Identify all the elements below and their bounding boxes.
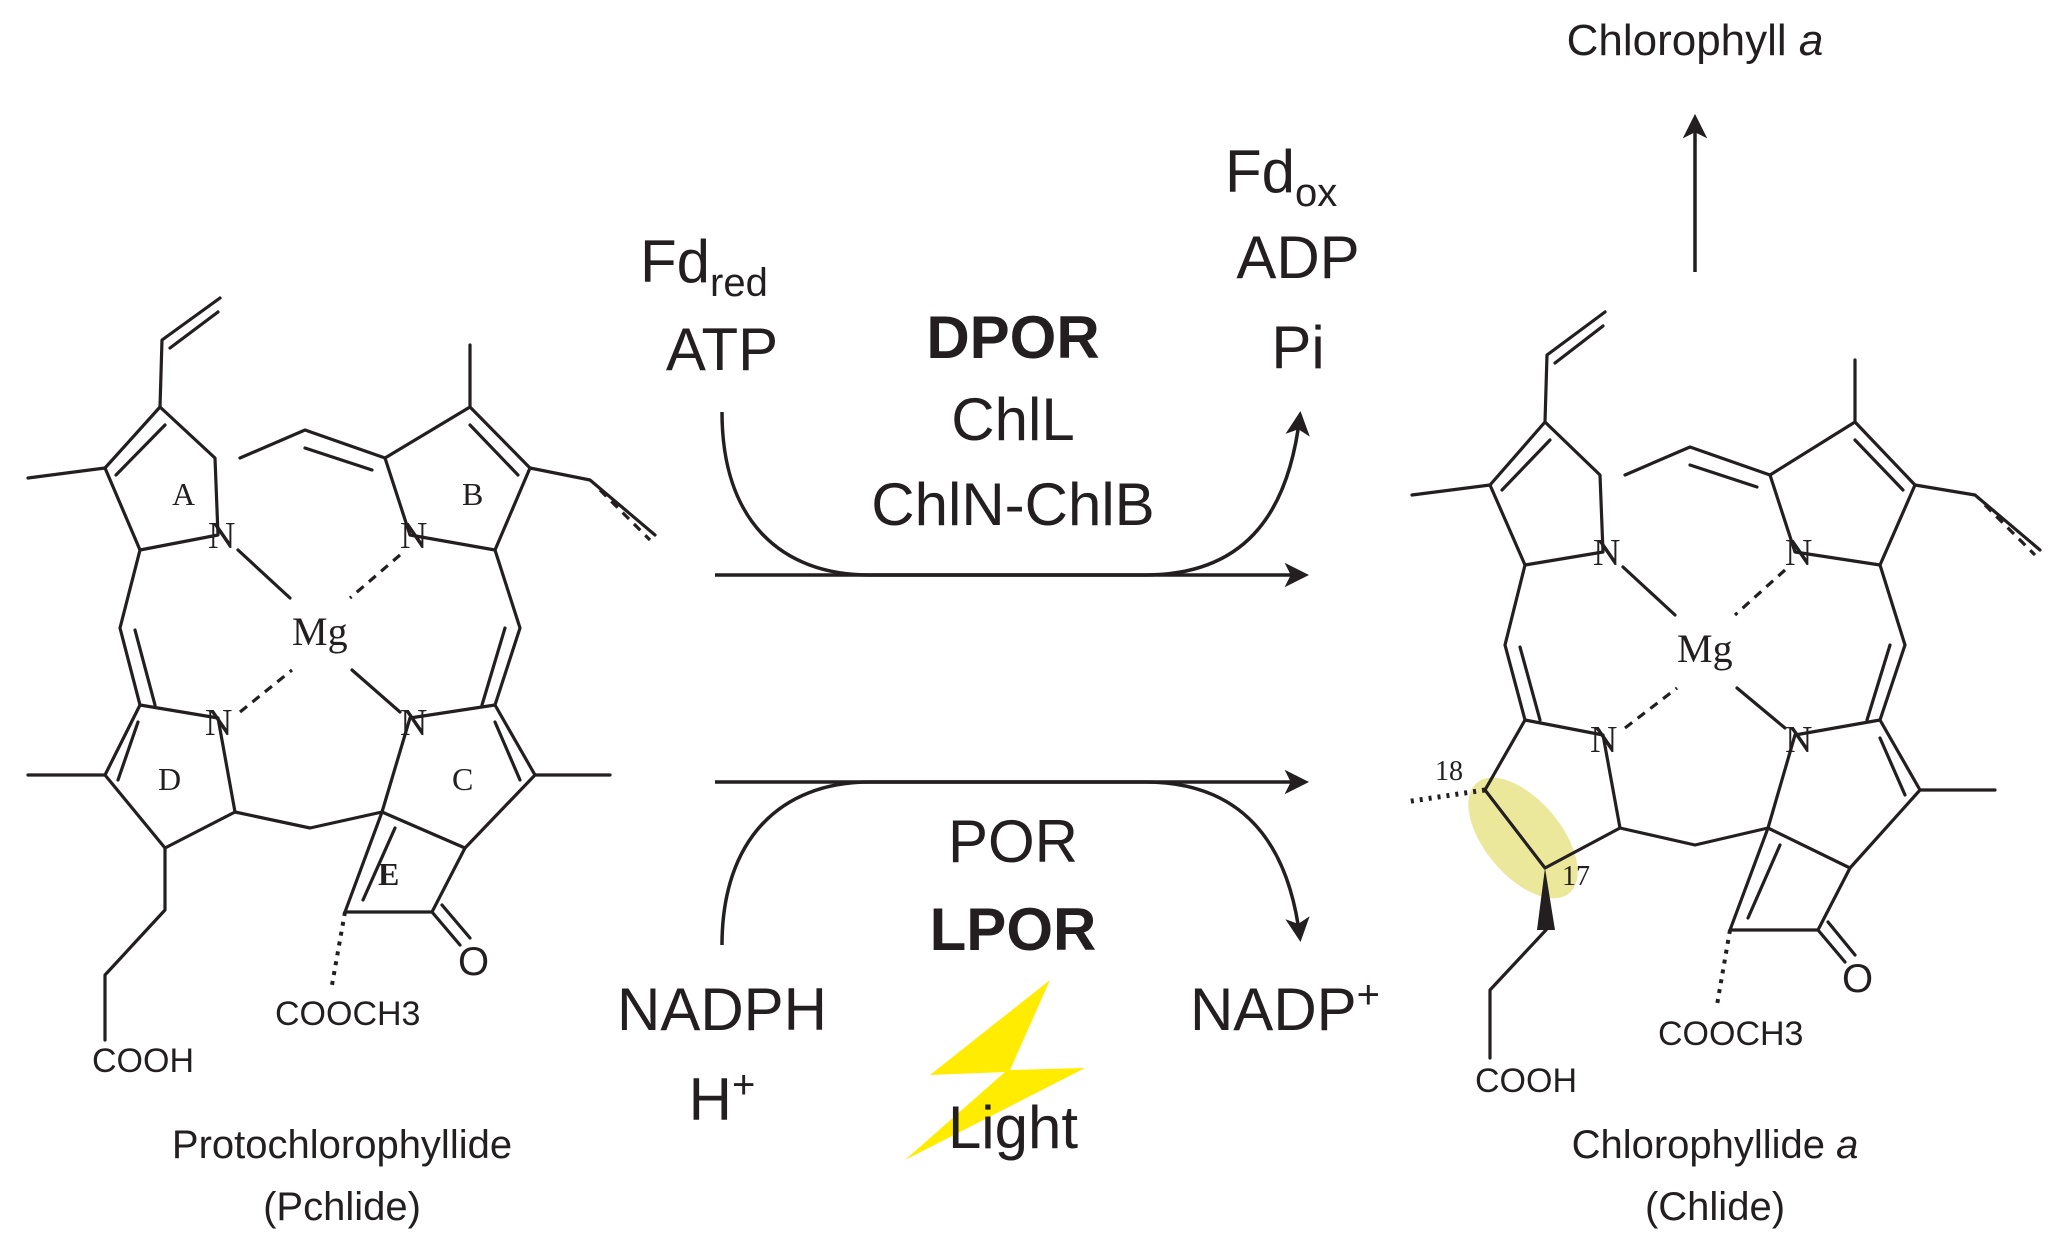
light-label: Light	[948, 1094, 1078, 1161]
chlorophyllide-structure: Mg N N N N 18 17 O COOCH3 COOH	[1404, 310, 2042, 1100]
reactant-ester-label: COOCH3	[275, 995, 420, 1033]
position-17-label: 17	[1562, 861, 1590, 892]
position-18-label: 18	[1435, 756, 1463, 787]
reactant-n-label: N	[205, 702, 232, 744]
fd-ox-label: Fdox	[1225, 138, 1337, 215]
product-mg-label: Mg	[1677, 626, 1733, 671]
dpor-route: Fdred ATP DPOR ChlL ChlN-ChlB Fdox ADP P…	[640, 138, 1360, 588]
product-acid-label: COOH	[1475, 1062, 1577, 1100]
fd-red-label: Fdred	[640, 228, 768, 305]
product-ester-label: COOCH3	[1658, 1015, 1803, 1053]
product-n-label: N	[1593, 532, 1620, 574]
final-product-name: Chlorophyll a	[1567, 16, 1824, 65]
product-oxo-label: O	[1842, 957, 1873, 1001]
ring-e-label: E	[378, 856, 399, 892]
reactant-acid-label: COOH	[92, 1042, 194, 1080]
product-n-label: N	[1785, 719, 1812, 761]
chln-chlb-label: ChlN-ChlB	[871, 471, 1154, 538]
lpor-route: POR LPOR Light NADPH H+ NADP+	[617, 769, 1380, 1161]
por-enzyme-label: POR	[948, 808, 1078, 875]
protochlorophyllide-structure: A B C D E Mg N N N N O COOCH3 COOH	[26, 296, 657, 1080]
reactant-n-label: N	[400, 702, 427, 744]
product-n-label: N	[1785, 532, 1812, 574]
ring-b-label: B	[462, 476, 483, 512]
lpor-enzyme-label: LPOR	[930, 896, 1097, 963]
reactant-oxo-label: O	[458, 940, 489, 984]
dpor-cofactor-arrow	[720, 410, 1310, 577]
atp-label: ATP	[666, 316, 778, 383]
wedge-bond	[1537, 868, 1555, 930]
lpor-cofactor-arrow	[720, 780, 1310, 946]
nadp-plus-label: NADP+	[1190, 973, 1380, 1043]
product-n-label: N	[1590, 719, 1617, 761]
ring-d-label: D	[158, 761, 181, 797]
product-name: Chlorophyllide a	[1572, 1123, 1859, 1167]
dpor-enzyme-label: DPOR	[926, 304, 1099, 371]
product-abbr: (Chlide)	[1645, 1185, 1785, 1229]
lightning-bolt-icon	[905, 980, 1085, 1160]
ring-c-label: C	[452, 761, 473, 797]
reactant-n-label: N	[400, 515, 427, 557]
chll-label: ChlL	[951, 386, 1074, 453]
reactant-mg-label: Mg	[292, 609, 348, 654]
reactant-n-label: N	[208, 515, 235, 557]
adp-label: ADP	[1236, 224, 1359, 291]
pi-label: Pi	[1271, 314, 1324, 381]
reactant-name: Protochlorophyllide	[172, 1123, 512, 1167]
reactant-abbr: (Pchlide)	[263, 1185, 421, 1229]
ring-a-label: A	[172, 476, 195, 512]
h-plus-label: H+	[689, 1063, 756, 1133]
nadph-label: NADPH	[617, 976, 827, 1043]
